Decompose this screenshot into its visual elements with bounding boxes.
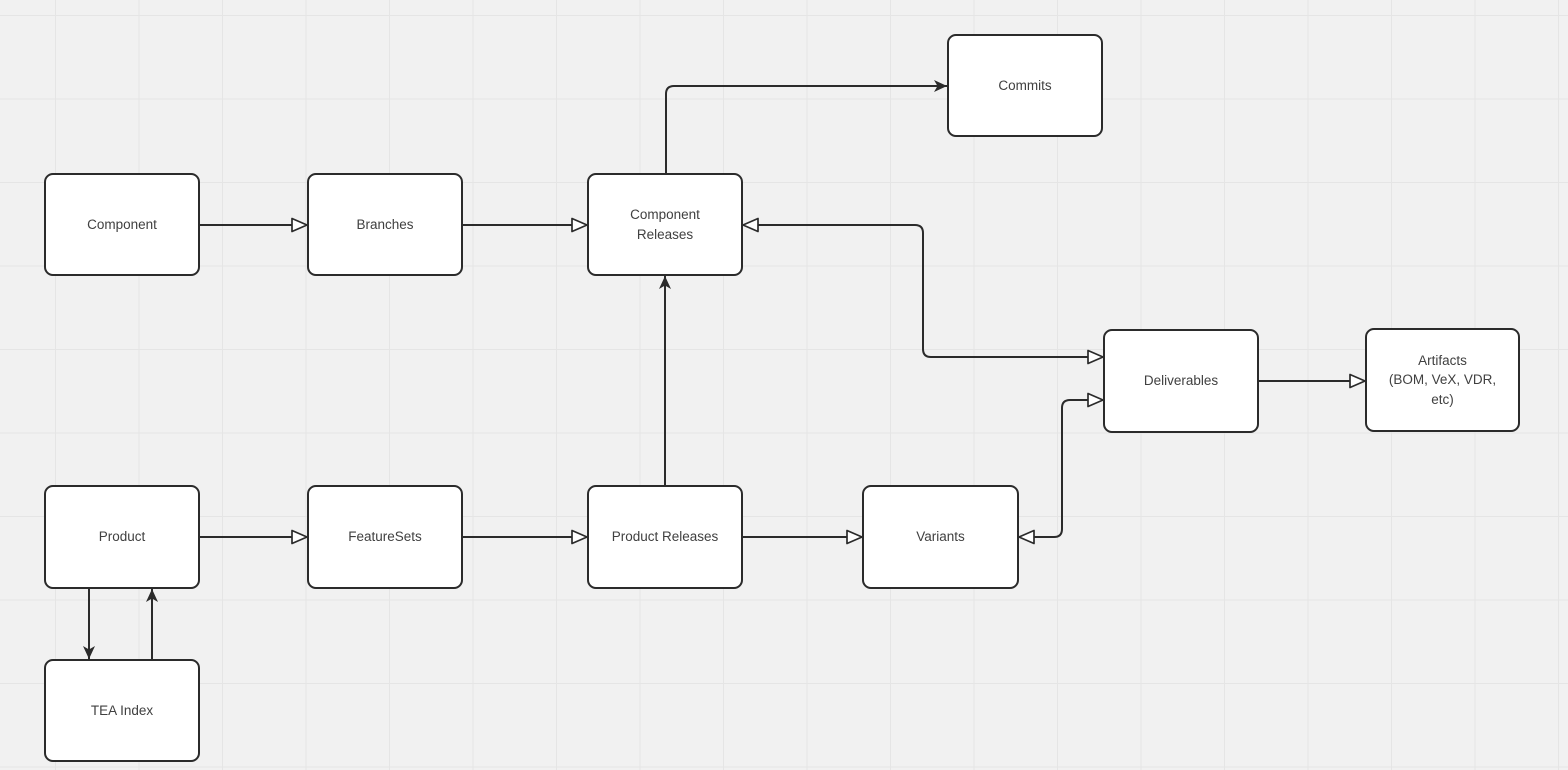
node-product[interactable]: Product [44, 485, 200, 589]
node-branches[interactable]: Branches [307, 173, 463, 276]
node-component-releases[interactable]: Component Releases [587, 173, 743, 276]
node-product-releases[interactable]: Product Releases [587, 485, 743, 589]
edge-deliverables-variants[interactable] [1018, 392, 1104, 545]
node-variants[interactable]: Variants [862, 485, 1019, 589]
edge-component-releases-commits[interactable] [665, 80, 947, 173]
edge-deliverables-component-releases[interactable] [742, 217, 1104, 365]
node-commits[interactable]: Commits [947, 34, 1103, 137]
node-featuresets[interactable]: FeatureSets [307, 485, 463, 589]
node-component[interactable]: Component [44, 173, 200, 276]
node-artifacts[interactable]: Artifacts (BOM, VeX, VDR, etc) [1365, 328, 1520, 432]
node-deliverables[interactable]: Deliverables [1103, 329, 1259, 433]
node-tea-index[interactable]: TEA Index [44, 659, 200, 762]
